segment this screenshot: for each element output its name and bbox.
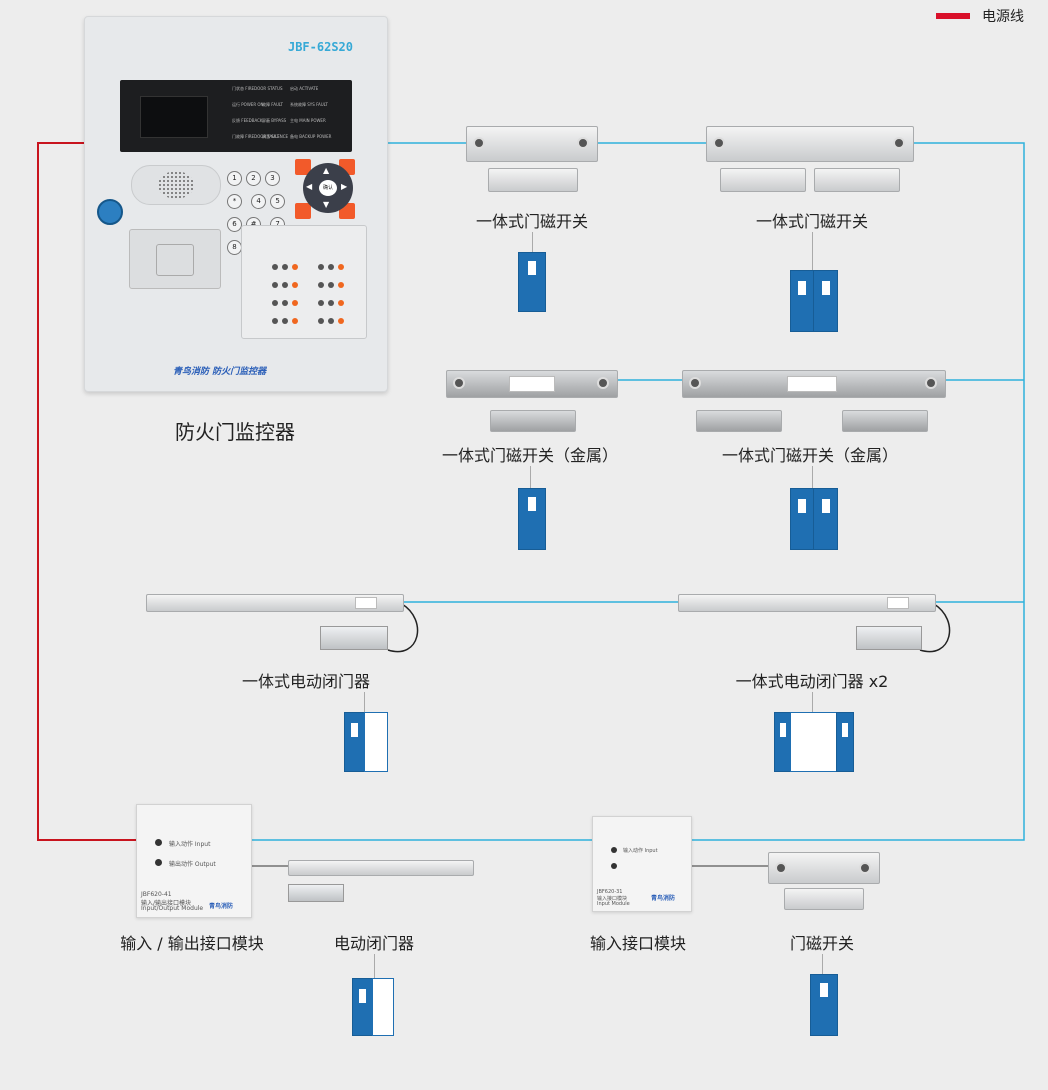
confirm-button[interactable]: 确认 — [319, 180, 337, 196]
indicator-2: 启动 ACTIVATE — [290, 86, 319, 91]
navigation-pad[interactable]: 确认 ▲ ▼ ◀ ▶ — [303, 163, 353, 213]
key-3[interactable]: 3 — [265, 171, 280, 186]
key-1[interactable]: 1 — [227, 171, 242, 186]
closer-1-arm — [320, 626, 388, 650]
metal-switch-2-label: 一体式门磁开关（金属） — [721, 446, 899, 465]
io-module-label: 输入 / 输出接口模块 — [120, 934, 264, 953]
closer-2-label: 一体式电动闭门器 x2 — [735, 672, 889, 691]
electric-closer-label: 电动闭门器 — [333, 934, 415, 953]
signal-bus-right — [912, 142, 1025, 841]
indicator-8: 主电 MAIN POWER — [290, 118, 326, 123]
door-opening — [372, 978, 394, 1036]
closer-cable-2 — [919, 603, 951, 653]
door-switch-body — [768, 852, 880, 884]
double-door-opening — [790, 712, 838, 772]
controller-model: JBF-62S20 — [287, 40, 353, 54]
key-star[interactable]: * — [227, 194, 242, 209]
metal-switch-2-magnet-a — [696, 410, 782, 432]
key-2[interactable]: 2 — [246, 171, 261, 186]
key-5[interactable]: 5 — [270, 194, 286, 209]
input-module: 输入动作 Input JBF620-31 输入接口模块 Input Module… — [592, 816, 692, 912]
legend-label: 电源线 — [982, 9, 1024, 25]
arrow-left-icon: ◀ — [306, 182, 313, 191]
electric-closer-arm — [288, 884, 344, 902]
mag-switch-2-body — [706, 126, 914, 162]
io-module: 输入动作 Input 输出动作 Output JBF620-41 输入/输出接口… — [136, 804, 252, 918]
controller-label: 防火门监控器 — [175, 420, 295, 444]
indicator-5: 系统故障 SYS FAULT — [290, 102, 328, 107]
closer-1-label: 一体式电动闭门器 — [241, 672, 371, 691]
door-switch-magnet — [784, 888, 864, 910]
fire-door-controller: JBF-62S20 门状态 FIREDOOR STATUS 启动 ACTIVAT… — [84, 16, 388, 392]
arrow-down-icon: ▼ — [323, 200, 330, 209]
controller-brand: 青鸟消防 防火门监控器 — [173, 367, 267, 377]
double-door-icon — [790, 488, 838, 550]
input-module-model: JBF620-31 — [597, 889, 623, 895]
indicator-1: 门状态 FIREDOOR STATUS — [232, 86, 283, 91]
electric-closer-rail — [288, 860, 474, 876]
indicator-7: 屏蔽 BYPASS — [262, 118, 287, 123]
io-brand: 青鸟消防 — [209, 903, 234, 910]
io-output-text: 输出动作 Output — [169, 861, 216, 868]
input-module-name-cn: 输入接口模块 — [597, 896, 628, 902]
single-door-icon — [518, 252, 546, 312]
indicator-6: 反馈 FEEDBACK — [232, 118, 263, 123]
mag-switch-1-magnet — [488, 168, 578, 192]
door-opening — [364, 712, 388, 772]
closer-2-arm — [856, 626, 922, 650]
io-input-text: 输入动作 Input — [169, 841, 211, 848]
key-8[interactable]: 8 — [227, 240, 242, 255]
lcd-screen — [140, 96, 208, 138]
metal-switch-2-body — [682, 370, 946, 398]
input-module-input-text: 输入动作 Input — [623, 848, 658, 854]
open-double-door-right-icon — [836, 712, 854, 772]
indicator-4: 故障 FAULT — [262, 102, 283, 107]
metal-switch-1-label: 一体式门磁开关（金属） — [441, 446, 619, 465]
closer-cable-1 — [387, 603, 419, 653]
indicator-9: 门故障 FIREDOOR FAULT — [232, 134, 280, 139]
led-status-panel — [241, 225, 367, 339]
nav-corner-tl[interactable] — [295, 159, 311, 175]
nav-corner-bl[interactable] — [295, 203, 311, 219]
speaker-grille — [131, 165, 221, 205]
key-6[interactable]: 6 — [227, 217, 242, 232]
open-door-icon — [352, 978, 374, 1036]
single-door-icon — [810, 974, 838, 1036]
legend-swatch — [936, 13, 970, 19]
io-model: JBF620-41 — [141, 891, 172, 898]
mag-switch-2-magnet-b — [814, 168, 900, 192]
power-line — [37, 142, 136, 841]
input-module-name-en: Input Module — [597, 901, 630, 907]
arrow-up-icon: ▲ — [323, 166, 330, 175]
metal-switch-2-magnet-b — [842, 410, 928, 432]
closer-1-rail — [146, 594, 404, 612]
mag-switch-1-body — [466, 126, 598, 162]
key-lock-icon[interactable] — [97, 199, 123, 225]
closer-2-rail — [678, 594, 936, 612]
open-door-icon — [344, 712, 366, 772]
mag-switch-1-label: 一体式门磁开关 — [475, 212, 589, 231]
single-door-icon — [518, 488, 546, 550]
indicator-11: 备电 BACKUP POWER — [290, 134, 332, 139]
mag-switch-2-magnet-a — [720, 168, 806, 192]
input-module-brand: 青鸟消防 — [651, 895, 676, 902]
metal-switch-1-body — [446, 370, 618, 398]
indicator-3: 运行 POWER ON — [232, 102, 264, 107]
arrow-right-icon: ▶ — [341, 182, 348, 191]
display-area: 门状态 FIREDOOR STATUS 启动 ACTIVATE 运行 POWER… — [120, 80, 352, 152]
legend: 电源线 — [936, 6, 1024, 26]
indicator-10: 调音 SILENCE — [262, 134, 289, 139]
mag-switch-2-label: 一体式门磁开关 — [755, 212, 869, 231]
io-name-cn: 输入/输出接口模块 — [141, 900, 192, 907]
door-switch-label: 门磁开关 — [789, 934, 855, 953]
metal-switch-1-magnet — [490, 410, 576, 432]
io-name-en: Input/Output Module — [141, 905, 204, 912]
key-4[interactable]: 4 — [251, 194, 267, 209]
input-module-label: 输入接口模块 — [589, 934, 687, 953]
double-door-icon — [790, 270, 838, 332]
printer-slot — [129, 229, 221, 289]
